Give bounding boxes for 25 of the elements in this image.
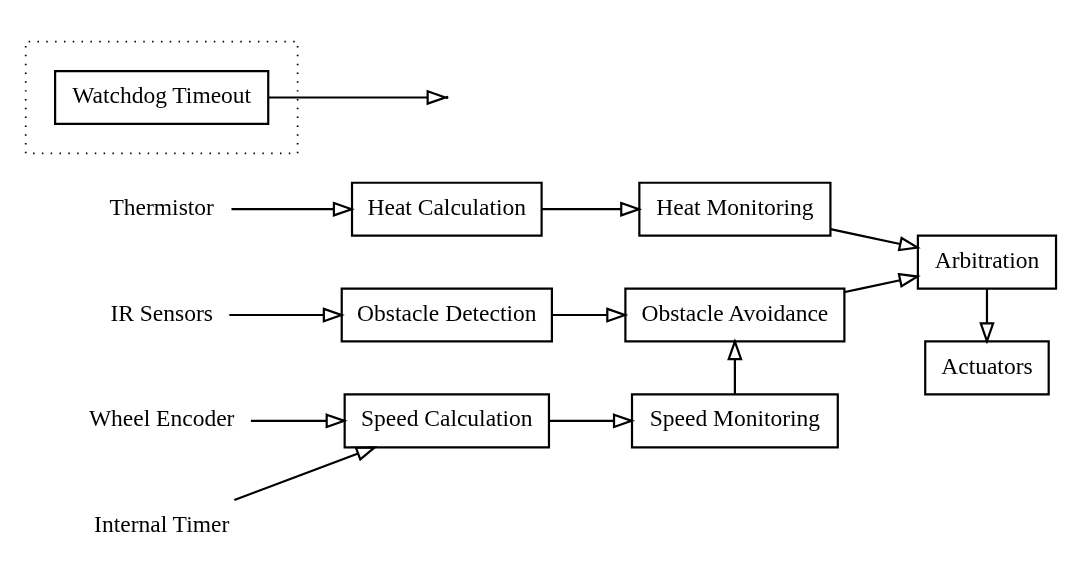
- node-text: Internal Timer: [94, 510, 230, 537]
- arrow: [727, 337, 743, 394]
- arrow: [250, 412, 348, 429]
- arrow: [229, 306, 345, 323]
- arrow: [979, 288, 995, 344]
- node-box: Speed Calculation: [343, 392, 551, 448]
- node-box: Heat Calculation: [350, 181, 543, 237]
- arrow: [233, 445, 378, 501]
- node-text: Wheel Encoder: [88, 404, 235, 431]
- node-box: Speed Monitoring: [630, 392, 839, 448]
- arrow: [549, 412, 635, 429]
- arrow: [231, 200, 355, 217]
- node-text: Thermistor: [109, 193, 214, 220]
- cluster: [24, 40, 299, 154]
- node-box: Heat Monitoring: [638, 181, 832, 237]
- node-box: Obstacle Avoidance: [624, 286, 846, 343]
- arrow: [844, 272, 921, 293]
- arrow: [552, 306, 629, 323]
- node-text: IR Sensors: [110, 299, 213, 326]
- node-box: Obstacle Detection: [340, 286, 553, 343]
- node-box: Actuators: [924, 339, 1050, 395]
- node-box: Watchdog Timeout: [54, 69, 270, 125]
- arrow: [830, 227, 921, 251]
- node-box: Arbitration: [916, 234, 1058, 290]
- arrow: [541, 200, 643, 217]
